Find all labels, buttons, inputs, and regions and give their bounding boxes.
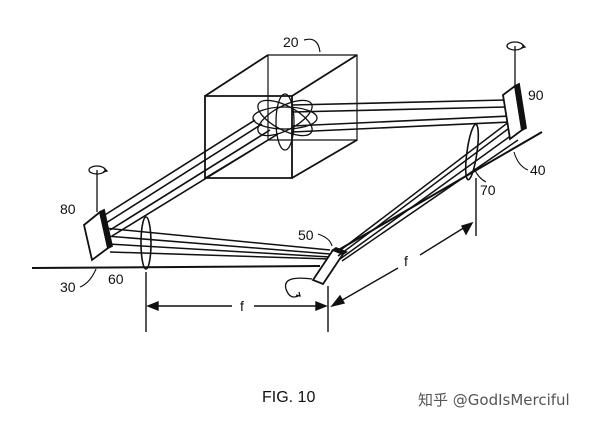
label-lens-60: 60 <box>108 271 124 287</box>
lens-60 <box>140 216 152 270</box>
mirror-90 <box>502 82 527 141</box>
cube <box>204 54 358 179</box>
beam-cube-to-mirror-80 <box>99 119 279 237</box>
label-leader-40 <box>513 151 529 171</box>
label-scanner-50: 50 <box>298 227 314 243</box>
lens-70 <box>464 123 480 181</box>
beam-mirror-80-to-scanner-50 <box>103 227 331 260</box>
rotation-arrow-90-icon <box>506 41 527 88</box>
dimension-f-right <box>330 178 477 308</box>
figure-caption: FIG. 10 <box>262 389 315 406</box>
label-leader-30 <box>79 268 97 288</box>
mirror-80 <box>82 208 114 262</box>
beam-scanner-50-to-mirror-90 <box>337 117 519 262</box>
beam-cube-to-mirror-90 <box>291 99 511 133</box>
rotation-arrow-50-icon <box>284 277 313 298</box>
orbit-symbol <box>252 93 318 151</box>
dimension-f-left <box>145 272 329 332</box>
label-mirror-80: 80 <box>60 201 76 217</box>
label-leader-cube <box>303 38 321 53</box>
label-leader-70 <box>473 167 487 183</box>
optical-axis-40 <box>334 131 543 253</box>
optical-axis-30 <box>31 265 321 269</box>
watermark: 知乎 @GodIsMerciful <box>418 391 570 409</box>
label-focal-right: f <box>404 253 408 269</box>
label-cube: 20 <box>283 34 299 50</box>
label-mirror-90: 90 <box>528 87 544 103</box>
rotation-arrow-80-icon <box>88 165 109 212</box>
label-focal-left: f <box>240 298 244 314</box>
label-leader-50 <box>317 233 333 247</box>
label-lens-70: 70 <box>480 182 496 198</box>
label-beam-30: 30 <box>60 279 76 295</box>
label-beam-40: 40 <box>530 162 546 178</box>
